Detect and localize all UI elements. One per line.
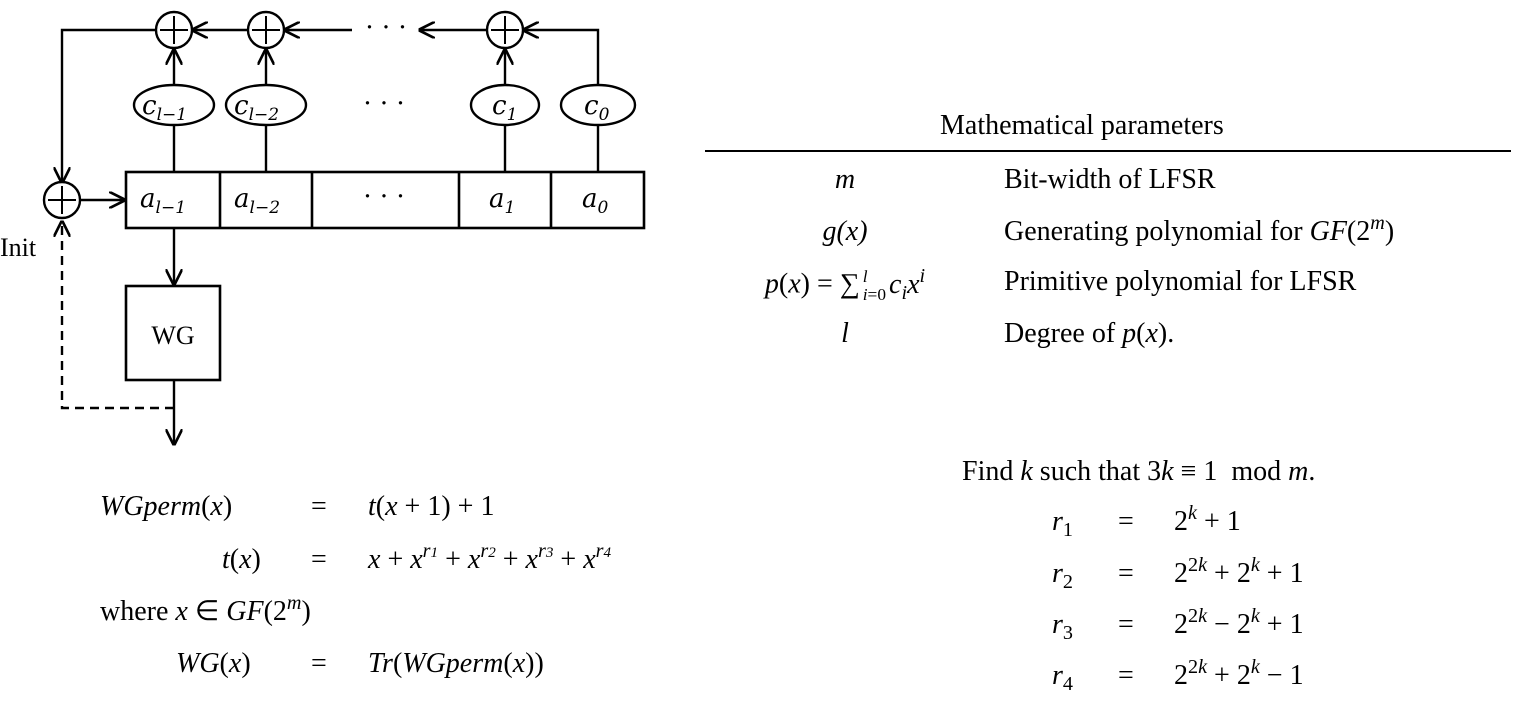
svg-text:a1: a1 (489, 184, 515, 218)
eq-wg-sign: = (311, 648, 327, 679)
eq-wg-lhs: WG(x) (176, 648, 251, 679)
r2-sign: = (1118, 558, 1134, 589)
lfsr-wg-diagram: · · · cl−1 cl−2 c1 c0 · · · al−1 al−2 a1… (0, 10, 646, 460)
r4-lhs: r4 (1052, 660, 1073, 696)
feedback-lines (62, 30, 600, 200)
init-label: Init (0, 233, 37, 262)
r2-rhs: 22k + 2k + 1 (1174, 553, 1304, 589)
xor-init (42, 180, 82, 220)
coeff-ovals (132, 83, 637, 127)
eq-t-rhs: x + xr1 + xr2 + xr3 + xr4 (368, 539, 612, 575)
r1-sign: = (1118, 506, 1134, 537)
params-title: Mathematical parameters (940, 110, 1224, 141)
xor-top-2 (246, 10, 286, 50)
r4-rhs: 22k + 2k − 1 (1174, 655, 1304, 691)
r4-sign: = (1118, 660, 1134, 691)
svg-text:c1: c1 (492, 91, 517, 125)
r1-rhs: 2k + 1 (1174, 501, 1241, 537)
svg-text:cl−1: cl−1 (142, 91, 187, 125)
param-desc-l: Degree of p(x). (1004, 318, 1175, 349)
param-symbol-m: m (834, 164, 856, 195)
init-dashed-line (62, 222, 174, 410)
eq-wgperm-sign: = (311, 491, 327, 522)
eq-t-lhs: t(x) (222, 544, 261, 575)
register-labels: al−1 al−2 a1 a0 (140, 184, 609, 218)
r3-lhs: r3 (1052, 609, 1073, 645)
register-dots: · · · (363, 182, 404, 212)
eq-where: where x ∈ GF(2m) (100, 591, 311, 627)
wg-label: WG (151, 321, 194, 350)
eq-wgperm-lhs: WGperm(x) (100, 491, 233, 522)
r2-lhs: r2 (1052, 558, 1073, 594)
coeff-arrows (174, 50, 600, 172)
param-desc-p: Primitive polynomial for LFSR (1004, 266, 1357, 297)
svg-text:a0: a0 (582, 184, 609, 218)
param-desc-m: Bit-width of LFSR (1004, 164, 1216, 195)
coeff-labels: cl−1 cl−2 c1 c0 (142, 91, 610, 125)
svg-text:al−2: al−2 (234, 184, 280, 218)
r1-lhs: r1 (1052, 506, 1073, 542)
eq-wgperm-rhs: t(x + 1) + 1 (368, 491, 495, 522)
eq-t-sign: = (311, 544, 327, 575)
wg-box (124, 284, 222, 382)
param-symbol-g: g(x) (822, 216, 868, 247)
param-symbol-l: l (841, 318, 849, 349)
params-rule (705, 150, 1511, 152)
xor-top-3 (485, 10, 525, 50)
lfsr-register (124, 170, 646, 230)
svg-text:al−1: al−1 (140, 184, 186, 218)
r3-sign: = (1118, 609, 1134, 640)
eq-wg-rhs: Tr(WGperm(x)) (368, 648, 544, 679)
r3-rhs: 22k − 2k + 1 (1174, 604, 1304, 640)
top-dots: · · · (365, 13, 406, 43)
param-desc-g: Generating polynomial for GF(2m) (1004, 211, 1395, 247)
svg-text:cl−2: cl−2 (234, 91, 279, 125)
svg-text:c0: c0 (584, 91, 610, 125)
eq-find-k: Find k such that 3k ≡ 1 mod m. (962, 456, 1316, 487)
xor-top-1 (154, 10, 194, 50)
coeff-dots: · · · (363, 89, 404, 119)
